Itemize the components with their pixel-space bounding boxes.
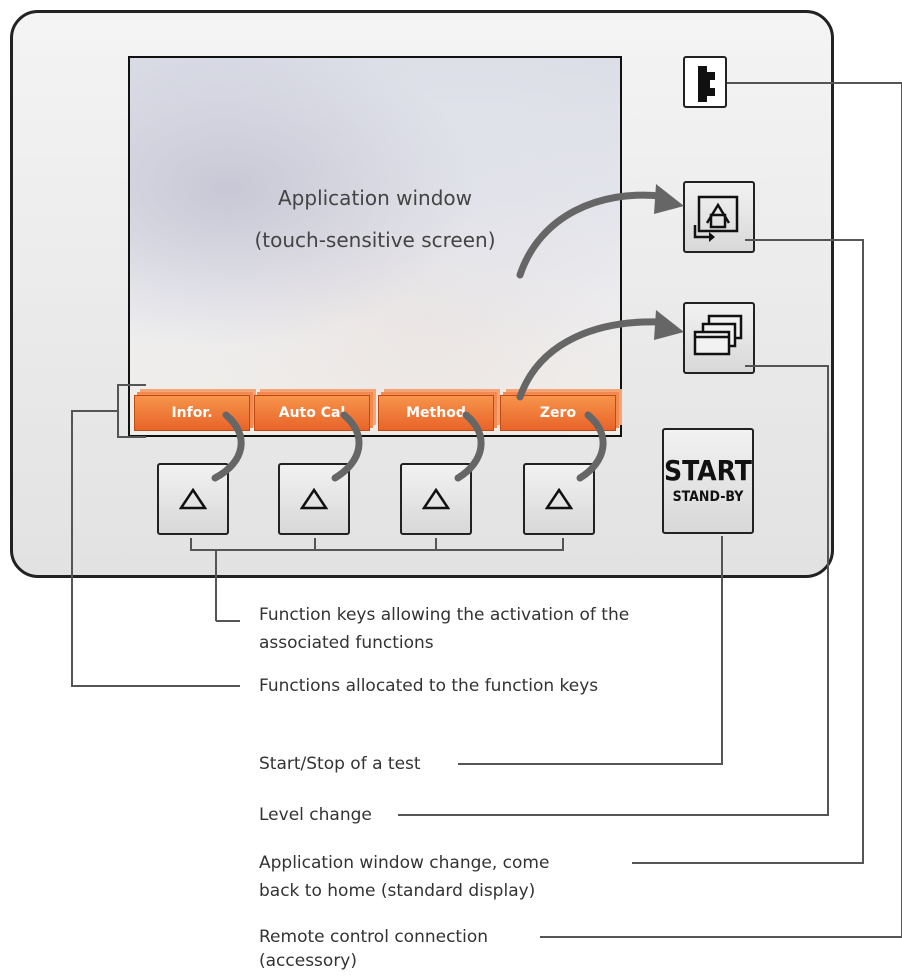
remote-control-connector[interactable] (683, 56, 727, 108)
screen-title: Application window (278, 186, 472, 210)
function-label-infor[interactable]: Infor. (134, 395, 250, 431)
callout-function-labels: Functions allocated to the function keys (259, 676, 599, 696)
callout-start-stop: Start/Stop of a test (259, 754, 421, 774)
triangle-up-icon (545, 487, 573, 510)
start-standby-button[interactable]: START STAND-BY (662, 428, 754, 534)
callout-level-change: Level change (259, 805, 372, 825)
standby-label: STAND-BY (672, 489, 744, 505)
callout-function-keys-line2: associated functions (259, 633, 434, 653)
triangle-up-icon (179, 487, 207, 510)
level-change-button[interactable] (683, 302, 755, 374)
home-window-button[interactable] (683, 181, 755, 253)
callout-app-window-line2: back to home (standard display) (259, 881, 536, 901)
screen-subtitle: (touch-sensitive screen) (254, 228, 496, 252)
stacked-windows-icon (693, 314, 743, 356)
triangle-up-icon (422, 487, 450, 510)
remote-control-connector-icon (698, 66, 715, 102)
callout-remote-line2: (accessory) (259, 951, 357, 971)
triangle-up-icon (300, 487, 328, 510)
callout-function-keys-line1: Function keys allowing the activation of… (259, 605, 630, 625)
callout-app-window-line1: Application window change, come (259, 853, 550, 873)
callout-remote-line1: Remote control connection (259, 927, 488, 947)
application-window-screen[interactable]: Application window (touch-sensitive scre… (128, 56, 622, 437)
home-window-icon (693, 195, 739, 242)
start-label: START (664, 454, 752, 487)
